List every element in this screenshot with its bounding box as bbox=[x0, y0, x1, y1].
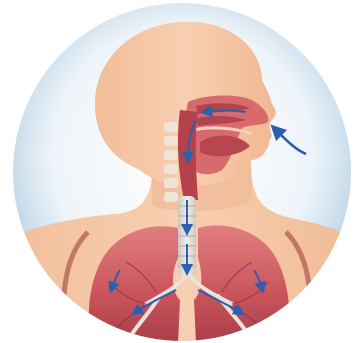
respiratory-system-diagram bbox=[0, 0, 364, 343]
respiratory-illustration bbox=[0, 0, 364, 343]
